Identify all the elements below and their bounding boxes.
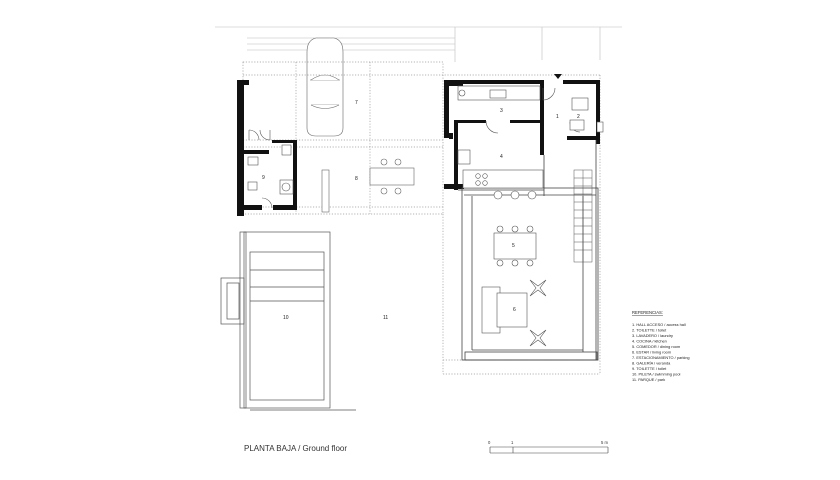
legend-item: 8. GALERÍA / veranda xyxy=(632,361,671,366)
scale-label: 1 xyxy=(511,440,514,445)
room-labels: 1 2 3 4 5 6 7 8 9 10 11 xyxy=(262,100,580,321)
legend-item: 6. ESTAR / living room xyxy=(632,350,671,355)
scale-label: 0 xyxy=(488,440,491,445)
room-number: 9 xyxy=(262,175,265,181)
legend-item: 3. LAVADERO / laundry xyxy=(632,333,673,338)
room-number: 6 xyxy=(513,307,516,313)
site-lines xyxy=(215,26,622,62)
kitchen-fixtures xyxy=(457,85,544,200)
room-number: 5 xyxy=(512,243,515,249)
legend-item: 7. ESTACIONAMIENTO / parking xyxy=(632,355,690,360)
entry-arrow-icon xyxy=(554,74,562,79)
legend-item: 5. COMEDOR / dining room xyxy=(632,344,680,349)
car-icon xyxy=(306,37,344,137)
room-number: 1 xyxy=(556,114,559,120)
room-number: 4 xyxy=(500,154,503,160)
room-number: 10 xyxy=(283,315,289,321)
living-furniture xyxy=(481,279,547,347)
walls xyxy=(237,80,600,216)
swimming-pool xyxy=(220,231,356,411)
dining-furniture xyxy=(493,225,537,267)
legend-heading: REFERENCIAS: xyxy=(632,310,663,315)
legend-item: 2. TOILETTE / toilet xyxy=(632,328,667,333)
room-number: 2 xyxy=(577,114,580,120)
scale-bar: 0 1 5 m xyxy=(488,440,608,454)
bathroom-fixtures xyxy=(247,97,604,195)
room-number: 7 xyxy=(355,100,358,106)
legend: REFERENCIAS: 1. HALL ACCESO / access hal… xyxy=(632,310,690,382)
legend-item: 10. PILETA / swimming pool xyxy=(632,372,680,377)
scale-label: 5 m xyxy=(601,440,608,445)
veranda-table xyxy=(321,158,415,213)
staircase xyxy=(573,169,593,263)
room-number: 8 xyxy=(355,176,358,182)
structural-grid xyxy=(242,61,601,375)
legend-item: 11. PARQUE / park xyxy=(632,377,665,382)
room-number: 11 xyxy=(383,315,388,321)
room-number: 3 xyxy=(500,108,503,114)
drawing-title: PLANTA BAJA / Ground floor xyxy=(244,444,347,453)
legend-item: 4. COCINA / kitchen xyxy=(632,339,667,344)
legend-item: 1. HALL ACCESO / access hall xyxy=(632,322,686,327)
legend-item: 9. TOILETTE / toilet xyxy=(632,366,667,371)
